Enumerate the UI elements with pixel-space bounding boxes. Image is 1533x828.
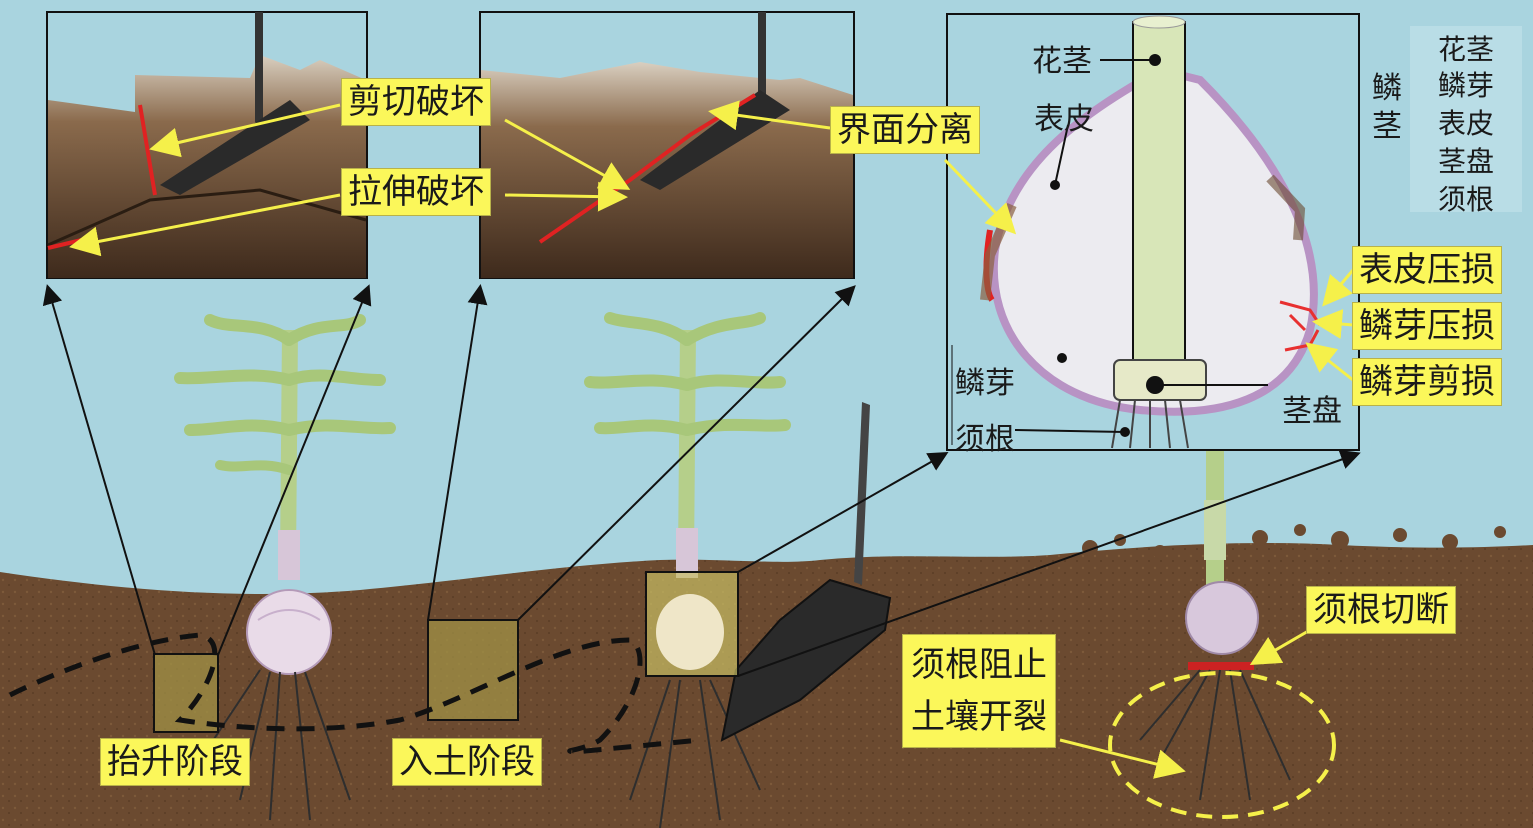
label-bud-shear: 鳞芽剪损 xyxy=(1352,358,1502,406)
legend-item-extra: 须根 xyxy=(1438,183,1495,216)
label-shear-failure: 剪切破坏 xyxy=(341,78,491,126)
shovel-trajectory xyxy=(8,632,701,755)
detail-panel-shear xyxy=(46,11,368,279)
bulb-label-skin: 表皮 xyxy=(1034,102,1094,137)
label-lift-stage: 抬升阶段 xyxy=(100,738,250,786)
digging-shovel xyxy=(720,402,892,742)
soil-clods xyxy=(1082,524,1506,559)
legend-item-1: 花茎 xyxy=(1438,33,1495,66)
label-root-prevent-cracking: 须根阻止 土壤开裂 xyxy=(902,634,1056,748)
legend-item-4: 茎盘 xyxy=(1438,145,1495,178)
legend-item-2: 鳞芽 xyxy=(1438,69,1495,102)
label-root-cut: 须根切断 xyxy=(1306,586,1456,634)
zoom-arrows xyxy=(42,284,1361,677)
label-bud-compression: 鳞芽压损 xyxy=(1352,302,1502,350)
inset-box-lift xyxy=(153,653,219,733)
inset-box-entry xyxy=(427,619,519,721)
parts-legend: 花茎 鳞芽 表皮 茎盘 须根 xyxy=(1410,26,1522,216)
label-tensile-failure: 拉伸破坏 xyxy=(341,168,491,216)
bulb-label-flower-stem: 花茎 xyxy=(1032,44,1092,79)
bulb-label-fibrous-root: 须根 xyxy=(955,422,1015,457)
garlic-plant-middle xyxy=(584,312,791,828)
label-entry-stage: 入土阶段 xyxy=(392,738,542,786)
label-skin-compression: 表皮压损 xyxy=(1352,246,1502,294)
root-zone-ellipse xyxy=(1108,671,1336,819)
bulb-cross-section-panel xyxy=(946,13,1360,451)
garlic-plant-right xyxy=(1139,450,1291,801)
garlic-plant-left xyxy=(174,314,396,821)
bulb-label-stem-disc: 茎盘 xyxy=(1282,394,1342,429)
legend-group-label: 鳞茎 xyxy=(1372,71,1402,144)
detail-panel-interface xyxy=(479,11,855,279)
bulb-label-scale-bud: 鳞芽 xyxy=(955,366,1015,401)
label-interface-separation: 界面分离 xyxy=(830,106,980,154)
legend-item-3: 表皮 xyxy=(1438,107,1495,140)
callout-arrows xyxy=(69,100,1355,779)
label-root-prevent-line2: 土壤开裂 xyxy=(911,697,1047,737)
label-root-prevent-line1: 须根阻止 xyxy=(911,645,1047,685)
